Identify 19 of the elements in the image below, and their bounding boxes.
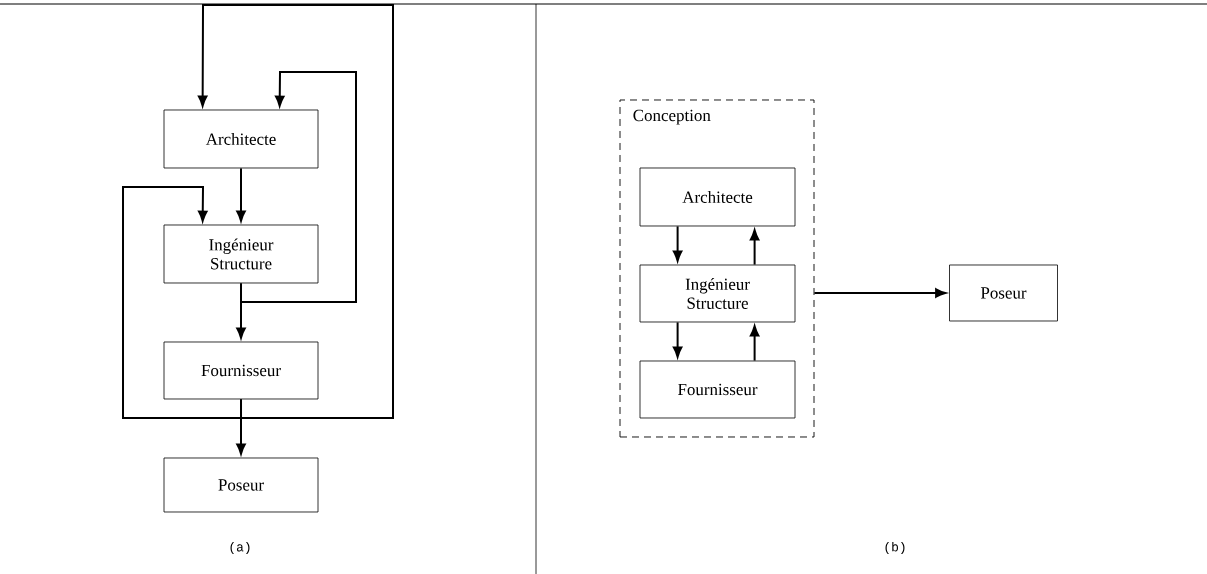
arrow <box>672 225 683 262</box>
arrow <box>122 186 242 419</box>
process-box: Architecte <box>163 109 319 169</box>
arrow <box>240 71 357 303</box>
arrow <box>672 321 683 358</box>
process-box: Ingénieur Structure <box>163 224 319 284</box>
process-box: Ingénieur Structure <box>639 264 796 323</box>
panel-label: (b) <box>885 541 905 555</box>
arrow <box>749 229 760 266</box>
process-box: Fournisseur <box>639 360 796 419</box>
process-box: Architecte <box>639 167 796 227</box>
process-box: Poseur <box>163 457 319 513</box>
process-box: Poseur <box>949 264 1058 322</box>
arrow <box>749 325 760 362</box>
arrow <box>236 167 246 222</box>
arrow <box>197 4 394 419</box>
panel-label: (a) <box>230 541 250 555</box>
arrow <box>813 288 947 298</box>
process-box: Fournisseur <box>163 341 319 400</box>
